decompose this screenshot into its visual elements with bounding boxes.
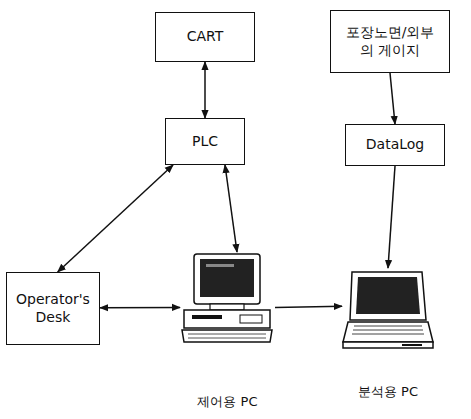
gauge-box: 포장노면/외부의 게이지 <box>330 10 450 73</box>
connector-arrow <box>225 165 237 252</box>
datalog-box: DataLog <box>345 124 445 166</box>
desktop-pc-icon <box>180 252 275 344</box>
node-label: CART <box>187 28 224 46</box>
node-label: PLC <box>192 133 218 151</box>
operator-desk-box: Operator's Desk <box>6 272 100 345</box>
connector-arrow <box>100 307 180 309</box>
connector-arrow <box>275 306 342 307</box>
connector-arrow <box>204 62 206 118</box>
node-label: Operator's Desk <box>16 291 90 326</box>
node-label: DataLog <box>366 136 424 154</box>
node-label: 제어용 PC <box>195 394 259 410</box>
node-label: 포장노면/외부의 게이지 <box>344 24 436 59</box>
connector-arrow <box>58 165 173 272</box>
connector-arrow <box>388 166 395 268</box>
node-label: 분석용 PC <box>356 384 420 400</box>
control-pc: 제어용 PC <box>180 252 275 410</box>
connector-arrow <box>390 73 395 124</box>
analysis-pc: 분석용 PC <box>342 268 434 400</box>
cart-box: CART <box>155 12 255 62</box>
laptop-pc-icon <box>342 268 434 356</box>
plc-box: PLC <box>165 118 245 165</box>
